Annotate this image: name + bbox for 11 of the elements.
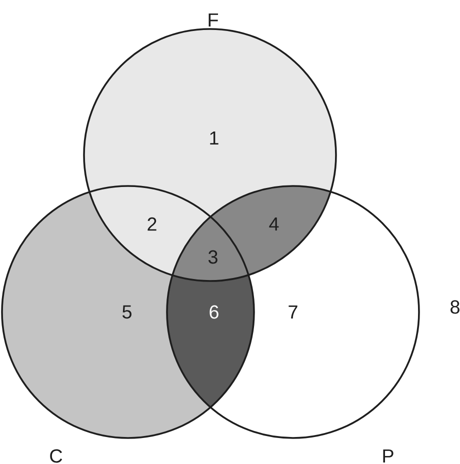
region-number: 4 (269, 218, 279, 230)
region-number: 2 (148, 217, 156, 231)
set-label: C (50, 449, 62, 463)
region-number: 1 (210, 132, 218, 145)
region-number: 3 (208, 250, 218, 264)
set-label: P (383, 450, 394, 462)
region-number: 5 (122, 305, 132, 319)
region-number: 8 (450, 300, 460, 314)
region-number: 7 (288, 306, 298, 318)
set-label: F (208, 14, 218, 27)
region-number: 6 (210, 305, 218, 319)
